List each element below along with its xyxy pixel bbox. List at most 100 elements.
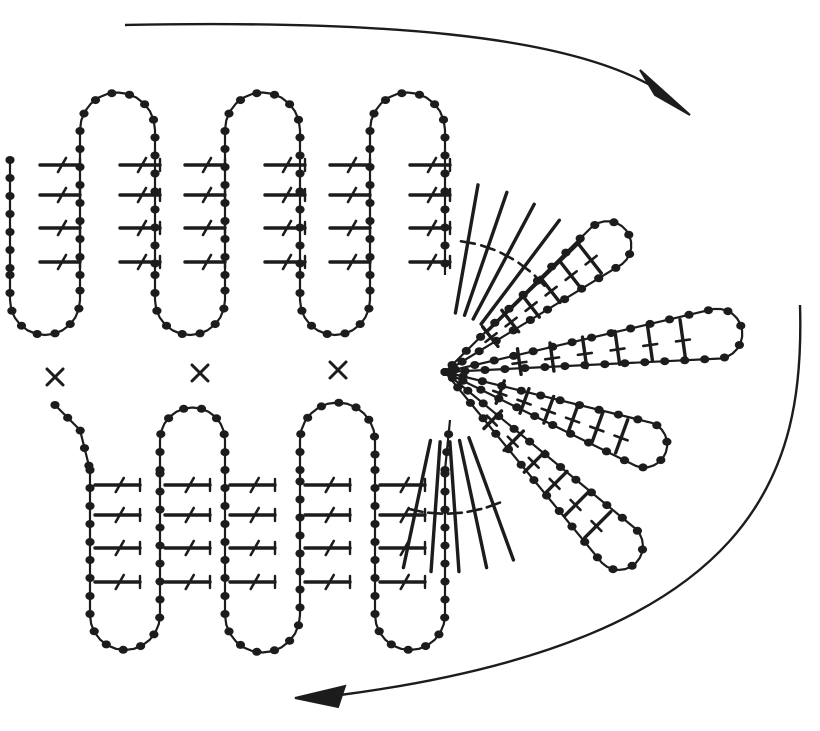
single-crochet-x — [45, 367, 65, 387]
fan-petal-2 — [440, 306, 746, 376]
chain-stitch-dot — [444, 430, 454, 439]
double-crochet-stitch — [502, 429, 526, 453]
double-crochet-stitch — [462, 190, 509, 317]
chain-stitch-dot — [594, 274, 604, 283]
chain-stitch-dot — [447, 374, 457, 382]
stitch-crossbar — [136, 219, 148, 237]
chain-stitch-dot — [220, 466, 230, 474]
stitch-crossbar — [426, 186, 438, 204]
chain-stitch-dot — [602, 501, 612, 510]
chain-stitch-dot — [590, 221, 600, 229]
chain-stitch-dot — [438, 115, 449, 124]
chain-stitch-dot — [5, 174, 15, 182]
chain-stitch-dot — [85, 592, 95, 600]
chain-stitch-dot — [719, 353, 730, 362]
chain-stitch-dot — [177, 330, 187, 338]
chain-stitch-dot — [155, 469, 165, 478]
chain-stitch-dot — [414, 90, 425, 99]
chain-stitch-dot — [295, 549, 305, 558]
chain-stitch-dot — [118, 645, 128, 654]
chain-stitch-dot — [295, 205, 305, 214]
chain-stitch-dot — [403, 645, 413, 654]
stitch-crossbar — [588, 425, 605, 433]
stitch-crossbar — [674, 338, 692, 343]
stitch-crossbar — [249, 476, 261, 494]
chain-stitch-dot — [608, 565, 618, 574]
chain-stitch-dot — [150, 133, 160, 142]
stitch-crossbar — [426, 511, 444, 515]
double-crochet-stitch — [542, 469, 569, 496]
chain-stitch-dot — [7, 306, 17, 315]
chain-stitch-dot — [440, 523, 450, 532]
chain-stitch-dot — [5, 192, 15, 200]
stitch-crossbar — [249, 573, 261, 591]
stitch-crossbar — [609, 347, 626, 352]
chain-stitch-dot — [79, 444, 90, 453]
chain-stitch-dot — [355, 320, 365, 329]
chain-stitch-dot — [252, 647, 262, 656]
chain-stitch-dot — [509, 351, 519, 360]
chain-stitch-dot — [85, 502, 95, 510]
chain-stitch-dot — [528, 347, 538, 356]
double-crochet-stitch — [613, 418, 630, 455]
stitch-crossbar — [281, 156, 293, 174]
chain-stitch-dot — [440, 595, 450, 604]
stitch-crossbar — [426, 219, 438, 237]
chain-stitch-dot — [155, 523, 165, 532]
chain-stitch-dot — [75, 127, 85, 135]
fan-base-stitches — [401, 183, 584, 574]
chain-stitch-dot — [5, 210, 15, 218]
chain-stitch-dot — [656, 456, 666, 465]
chain-line — [444, 220, 633, 373]
stitch-crossbar — [499, 251, 515, 261]
bottom-start-chain — [50, 401, 94, 471]
chain-stitch-dot — [489, 356, 499, 365]
chain-stitch-dot — [32, 330, 42, 338]
stitch-crossbar — [517, 261, 532, 273]
stitch-crossbar — [346, 219, 358, 237]
top-row-stitches — [38, 156, 452, 271]
stitch-crossbar — [324, 539, 336, 557]
chain-stitch-dot — [453, 383, 463, 392]
chain-stitch-dot — [478, 414, 488, 423]
chain-stitch-dot — [632, 526, 643, 535]
chain-stitch-dot — [65, 320, 75, 329]
chain-stitch-dot — [136, 642, 146, 651]
chain-line — [78, 91, 157, 275]
chain-stitch-dot — [660, 357, 670, 366]
chain-stitch-dot — [662, 437, 672, 446]
chain-stitch-dot — [220, 199, 230, 207]
chain-stitch-dot — [370, 484, 380, 492]
stitch-crossbar — [201, 219, 213, 237]
chain-stitch-dot — [5, 156, 15, 164]
chain-stitch-dot — [530, 412, 540, 421]
chain-stitch-dot — [601, 447, 612, 456]
chain-line — [298, 401, 377, 470]
chain-line — [88, 470, 162, 652]
chain-stitch-dot — [567, 338, 577, 347]
stitch-crossbar — [324, 476, 336, 494]
stitch-crossbar — [485, 414, 499, 427]
chain-stitch-dot — [374, 627, 384, 636]
stitch-crossbar — [544, 285, 558, 297]
stitch-crossbar — [346, 253, 358, 271]
top-loop-1 — [75, 89, 160, 279]
chain-stitch-dot — [316, 402, 326, 411]
stitch-crossbar — [506, 435, 520, 448]
chain-stitch-dot — [536, 391, 546, 400]
chain-stitch-dot — [723, 307, 733, 316]
chain-stitch-dot — [269, 646, 280, 655]
stitch-crossbar — [426, 156, 438, 174]
stitch-crossbar — [590, 519, 603, 533]
stitch-crossbar — [249, 506, 261, 524]
chain-stitch-dot — [269, 90, 280, 99]
chain-stitch-dot — [703, 306, 714, 315]
chain-stitch-dot — [370, 592, 380, 600]
stitch-crossbar — [56, 156, 68, 174]
stitch-crossbar — [56, 219, 68, 237]
bottom-loop-2 — [220, 466, 305, 656]
chain-stitch-dot — [220, 574, 230, 582]
stitch-crossbar — [281, 219, 293, 237]
chain-stitch-dot — [440, 559, 450, 568]
stitch-crossbar — [136, 253, 148, 271]
